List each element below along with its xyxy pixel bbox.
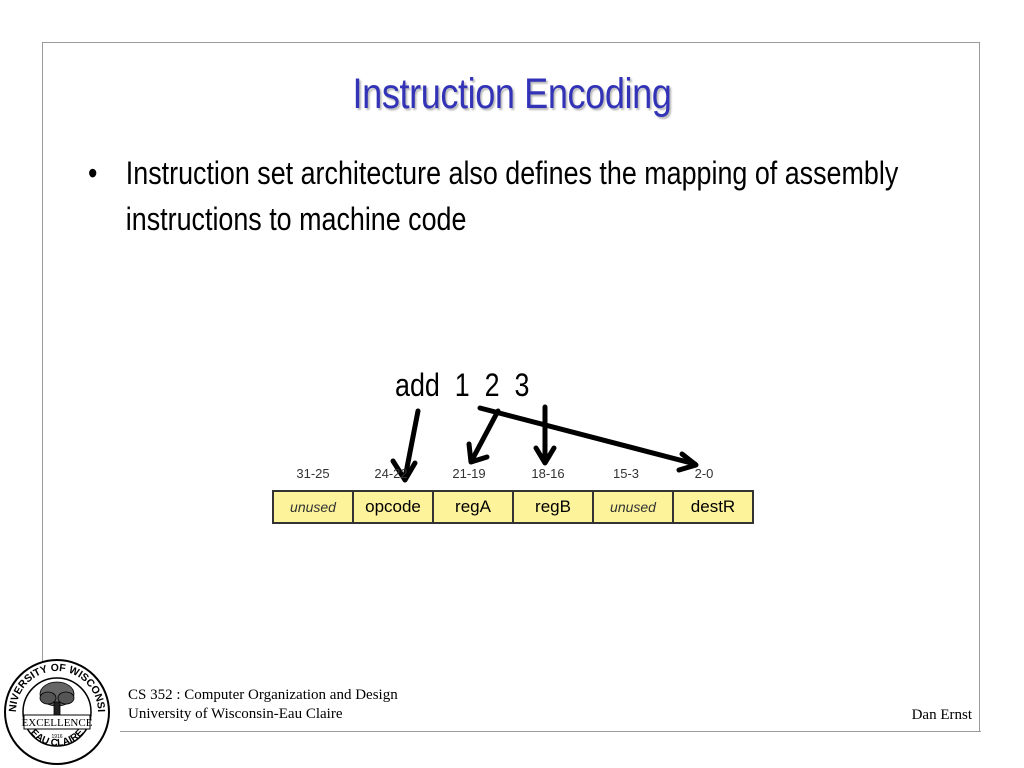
university-name: University of Wisconsin-Eau Claire bbox=[128, 706, 343, 722]
university-seal-logo: UNIVERSITY OF WISCONSIN EAU CLAIRE EXCEL… bbox=[2, 658, 110, 765]
bullet-point: • Instruction set architecture also defi… bbox=[88, 150, 898, 242]
bit-range-label: 24-22 bbox=[374, 466, 408, 481]
instruction-format-row: unused opcode regA regB unused destR bbox=[272, 490, 754, 524]
bullet-text: Instruction set architecture also define… bbox=[125, 155, 899, 237]
field-unused-high: unused bbox=[274, 492, 354, 522]
author-name: Dan Ernst bbox=[911, 707, 972, 723]
field-opcode: opcode bbox=[354, 492, 434, 522]
field-unused-low: unused bbox=[594, 492, 674, 522]
bullet-marker: • bbox=[88, 155, 98, 191]
arrow-2-to-regb bbox=[533, 404, 557, 466]
footer-divider bbox=[120, 731, 981, 732]
bit-range-label: 2-0 bbox=[694, 466, 714, 481]
field-destr: destR bbox=[674, 492, 752, 522]
course-name: CS 352 : Computer Organization and Desig… bbox=[128, 687, 398, 703]
footer-course-info: CS 352 : Computer Organization and Desig… bbox=[128, 686, 398, 724]
bit-range-label: 18-16 bbox=[531, 466, 565, 481]
slide-frame bbox=[42, 42, 980, 732]
field-rega: regA bbox=[434, 492, 514, 522]
field-regb: regB bbox=[514, 492, 594, 522]
assembly-instruction: add 1 2 3 bbox=[395, 367, 530, 403]
svg-text:EXCELLENCE: EXCELLENCE bbox=[22, 717, 93, 729]
arrow-1-to-desta bbox=[466, 408, 501, 465]
tree-icon bbox=[39, 681, 75, 716]
bit-range-label: 31-25 bbox=[296, 466, 330, 481]
bit-range-label: 21-19 bbox=[452, 466, 486, 481]
arrow-3-to-destr bbox=[477, 405, 699, 473]
bit-range-label: 15-3 bbox=[612, 466, 640, 481]
svg-text:1916: 1916 bbox=[51, 734, 62, 740]
arrow-add-to-opcode bbox=[390, 408, 421, 483]
slide-title: Instruction Encoding bbox=[352, 70, 672, 118]
